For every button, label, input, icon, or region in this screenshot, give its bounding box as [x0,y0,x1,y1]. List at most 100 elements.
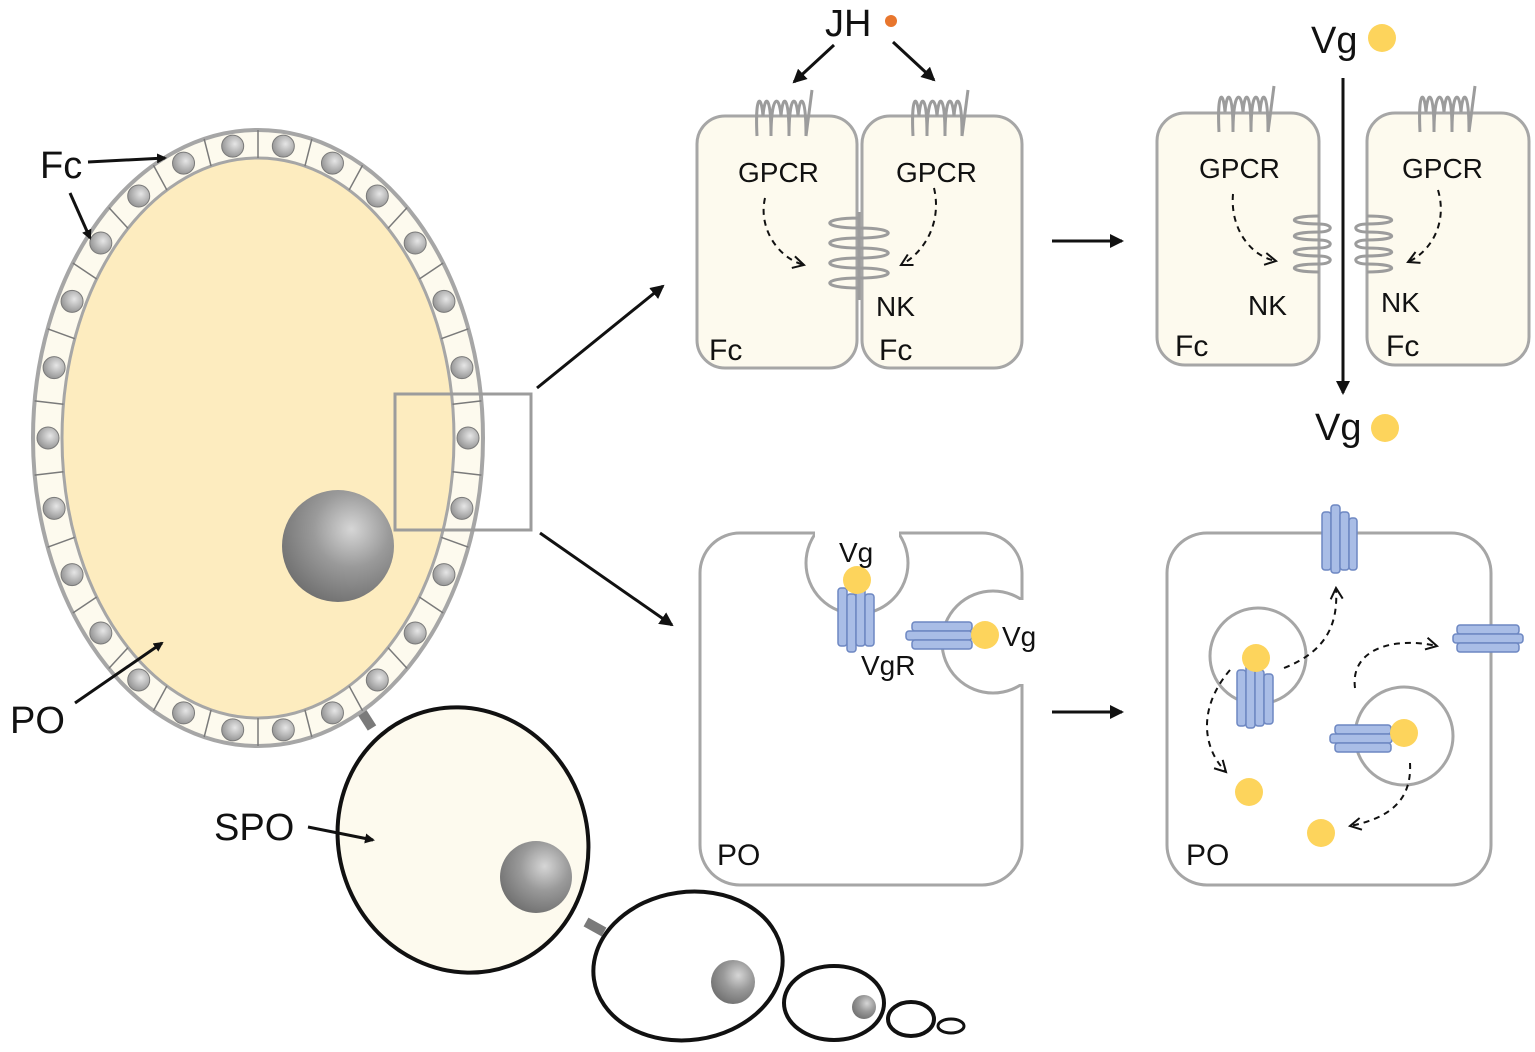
primary-oocyte [31,128,533,748]
gpcr-label: GPCR [738,157,819,188]
follicle-cell-boundary [387,206,408,229]
follicle-cell-boundary [348,685,364,712]
fc-cell-label: Fc [709,334,742,367]
gpcr-receptor [911,89,970,137]
po-cell-label: PO [1186,839,1229,872]
follicle-cell-nucleus [127,668,151,692]
oocyte-3 [591,889,785,1043]
signal-path-right [1408,189,1442,262]
vg-particle [1371,414,1399,442]
vgr-receptor-endosome [1329,724,1393,753]
follicle-cell-boundary [152,164,168,191]
follicle-cell-nucleus [221,134,245,158]
jh-arrow-right [891,40,936,82]
pit-opening [815,531,899,537]
follicle-cell-nucleus [450,496,474,520]
po-label: PO [10,700,65,742]
follicle-cell-nucleus [89,621,113,645]
secondary-oocyte [335,705,591,975]
follicle-cell-boundary [72,596,98,614]
follicle-cell-boundary [304,709,313,738]
follicle-cell-nucleus [432,563,456,587]
follicle-cell-nucleus [60,563,84,587]
follicle-cell-boundary [108,206,129,229]
vgr-receptor-horizontal [905,621,973,650]
follicle-cell-boundary [152,685,168,712]
vg-label: Vg [1002,621,1036,652]
vg-label-top: Vg [1311,20,1357,62]
oocyte-3-nucleus [711,960,755,1004]
vg-uptake-panel: Vg Vg VgR PO [698,531,1036,887]
follicle-cell-right [860,114,1024,370]
follicle-cell-boundary [34,471,64,476]
nk-label: NK [1248,290,1287,321]
follicle-cell-nucleus [42,356,66,380]
signal-path-right [901,187,937,265]
vg-particle [843,566,871,594]
follicle-cell-boundary [418,596,444,614]
patency-panel: Vg GPCR GPCR NK NK Fc Fc Vg [1155,20,1531,449]
follicle-cell-boundary [418,262,444,280]
vgr-label: VgR [861,650,915,681]
vg-release-path [1206,669,1231,772]
zoom-box [393,392,533,532]
follicle-cell-left [695,114,859,370]
zoom-arrow-follicle [536,284,665,390]
follicle-cell-boundary [304,138,313,167]
follicle-cell-boundary [452,471,482,476]
recycling-panel: PO [1165,504,1524,887]
oocyte-4-nucleus [852,995,876,1019]
vgr-receptor-endosome [1236,663,1274,729]
zoom-arrow-oocyte [539,531,674,627]
follicle-cell-nucleus [60,289,84,313]
recycle-path [1353,643,1437,689]
follicle-cell-right [1365,111,1531,367]
follicle-cell-nucleus [432,289,456,313]
follicle-cell-nucleus [403,231,427,255]
recycle-path [1283,588,1336,669]
follicle-cell-nucleus [365,668,389,692]
young-oocytes [591,889,966,1043]
follicle-cell-boundary [348,164,364,191]
follicle-cell-boundary [387,647,408,670]
gpcr-receptor [1217,85,1276,133]
gpcr-label: GPCR [1199,153,1280,184]
vg-released [1307,819,1335,847]
vgr-receptor-membrane-right [1452,624,1524,653]
follicle-cell-boundary [203,709,212,738]
nk-label: NK [1381,287,1420,318]
nk-coil [1354,214,1393,274]
follicle-cell-nucleus [127,184,151,208]
follicle-cell-nucleus [271,718,295,742]
follicle-cells [34,130,482,746]
vg-particle [971,621,999,649]
follicle-cell-boundary [441,536,469,548]
oocyte-4 [782,964,886,1042]
follicle-cell-nucleus [320,701,344,725]
fc-arrow-top [87,153,167,164]
follicle-cell-boundary [72,262,98,280]
follicle-cell-nucleus [172,701,196,725]
fc-arrow-side [68,192,92,240]
oocyte-6 [936,1017,966,1035]
gpcr-label: GPCR [1402,153,1483,184]
follicle-cell-nucleus [271,134,295,158]
follicle-cell-nucleus [320,151,344,175]
vg-label-bottom: Vg [1315,407,1361,449]
fc-label: Fc [40,145,82,187]
follicle-cell-boundary [47,328,75,340]
oocyte-5 [886,1000,936,1038]
fc-cell-label: Fc [1175,330,1208,363]
follicle-cell-nucleus [89,231,113,255]
follicle-cell-nucleus [456,426,480,450]
vg-particle [1390,719,1418,747]
follicle-cell-nucleus [172,151,196,175]
vg-release-path [1350,762,1412,826]
gpcr-receptor [755,89,814,137]
signal-path-left [1231,193,1276,261]
spo-label: SPO [214,807,294,849]
vgr-receptor-vertical [837,587,875,653]
vg-label: Vg [839,537,873,568]
